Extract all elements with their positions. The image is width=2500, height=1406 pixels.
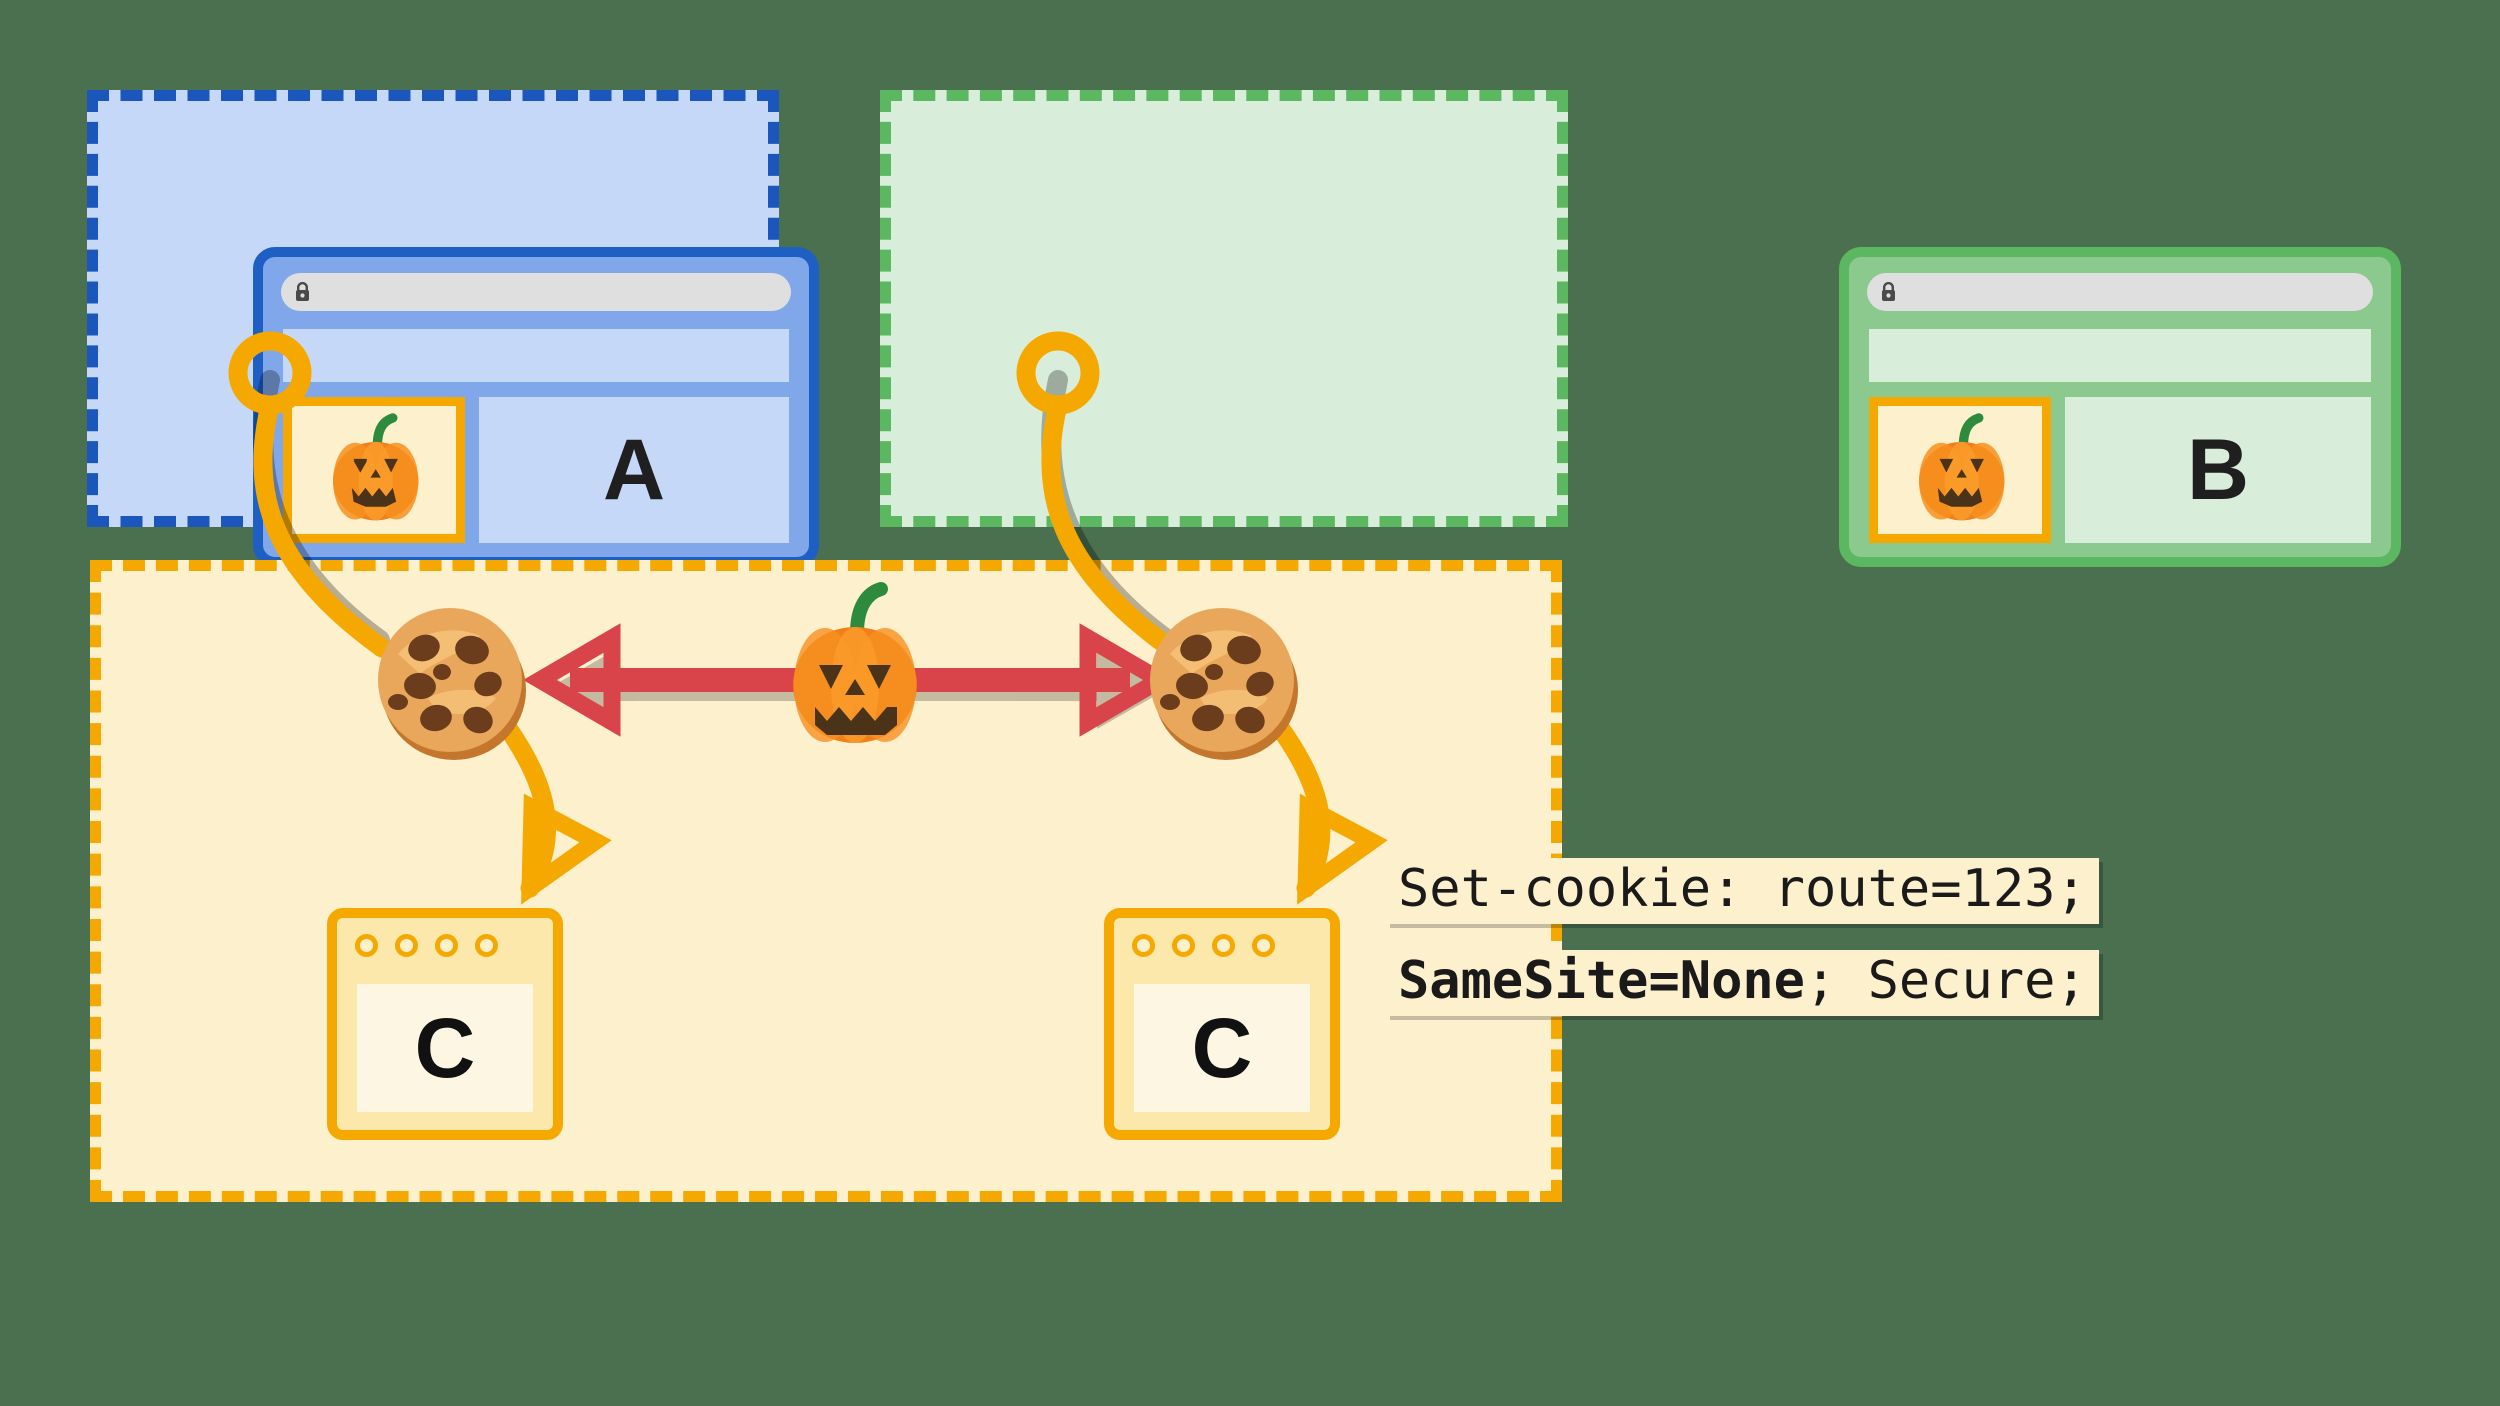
secure-token: ; Secure; [1805,951,2087,1011]
site-letter-b: B [2065,397,2371,543]
server-dot [1172,934,1195,957]
server-box-left: C [327,908,563,1140]
context-box-site-c [90,560,1562,1202]
server-box-right: C [1104,908,1340,1140]
server-letter-left: C [414,1001,476,1095]
content-strip-b [1869,329,2371,382]
context-box-site-a: A [87,90,819,567]
server-dot [395,934,418,957]
browser-window-a: A [253,247,819,567]
embedded-resource-tile-b [1869,397,2051,543]
server-screen-right: C [1134,984,1310,1112]
content-row-b: B [1869,397,2371,543]
lock-icon [1882,282,1895,301]
samesite-none-token: SameSite=None [1398,951,1805,1011]
server-screen-left: C [357,984,533,1112]
server-dot [355,934,378,957]
server-dot [435,934,458,957]
server-dots-right [1132,934,1275,957]
server-dot [1132,934,1155,957]
embedded-resource-tile-a [283,397,465,543]
set-cookie-header-line1: Set-cookie: route=123; [1386,858,2099,925]
content-row-a: A [283,397,789,543]
server-dot [475,934,498,957]
server-letter-right: C [1191,1001,1253,1095]
server-dots-left [355,934,498,957]
context-box-site-b: B [880,90,2401,567]
lock-icon [296,282,309,301]
pumpkin-icon [1919,413,2005,521]
server-dot [1212,934,1235,957]
content-strip-a [283,329,789,382]
url-bar-a[interactable] [281,273,791,311]
server-dot [1252,934,1275,957]
pumpkin-icon [333,413,419,521]
url-bar-b[interactable] [1867,273,2373,311]
site-letter-a: A [479,397,789,543]
browser-window-b: B [1839,247,2401,567]
set-cookie-header-line2: SameSite=None; Secure; [1386,950,2099,1017]
